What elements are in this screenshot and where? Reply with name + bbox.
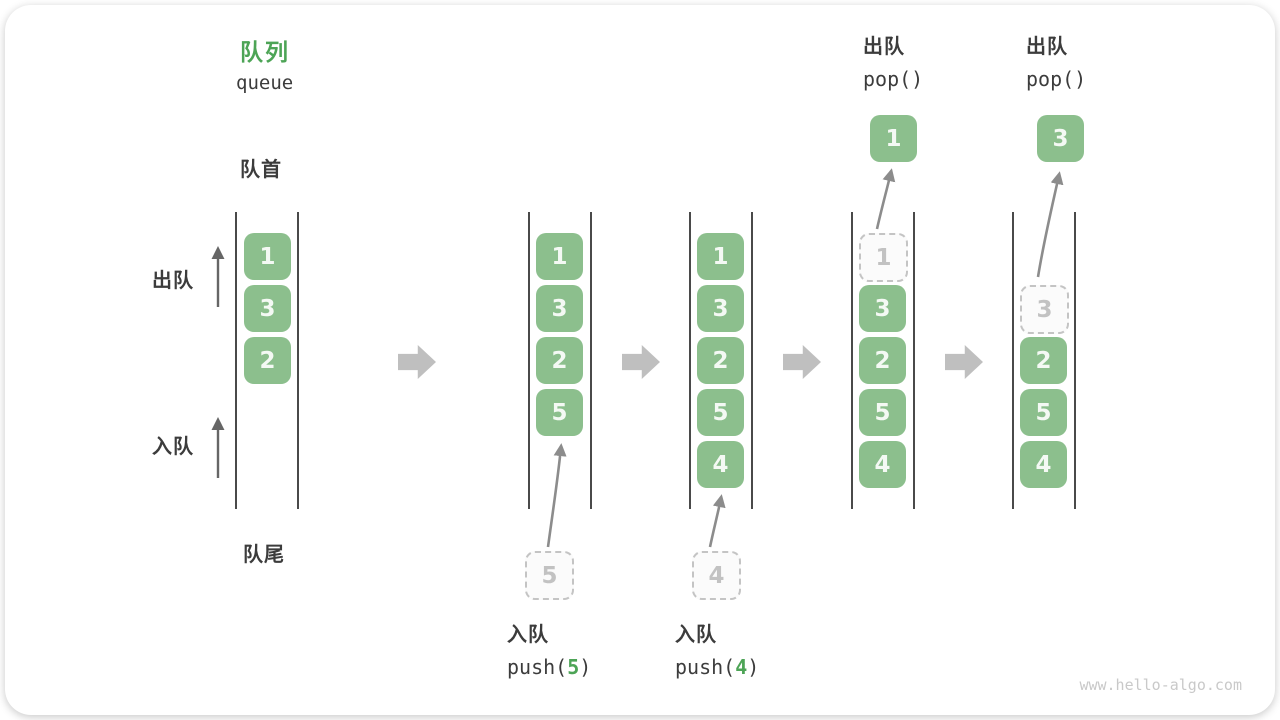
- queue-item: 1: [536, 233, 583, 280]
- queue-item: 5: [697, 389, 744, 436]
- op-enqueue-4-code: push(4): [675, 655, 760, 679]
- incoming-item-5: 5: [525, 551, 574, 600]
- removed-item-slot: 1: [859, 233, 908, 282]
- queue-item: 4: [1020, 441, 1067, 488]
- queue-item: 3: [859, 285, 906, 332]
- op-dequeue-1-label: 出队: [863, 36, 905, 58]
- queue-item: 4: [697, 441, 744, 488]
- label-queue-front: 队首: [240, 159, 282, 181]
- queue-item: 5: [859, 389, 906, 436]
- op-enqueue-4-arg: 4: [735, 655, 748, 679]
- label-enqueue-side: 入队: [152, 436, 194, 458]
- op-enqueue-4-label: 入队: [675, 624, 717, 646]
- queue-item: 5: [536, 389, 583, 436]
- page-title: 队列: [240, 39, 290, 65]
- queue-item: 2: [697, 337, 744, 384]
- incoming-item-4: 4: [692, 551, 741, 600]
- op-enqueue-5-arg: 5: [567, 655, 580, 679]
- op-dequeue-2-code: pop(): [1026, 67, 1087, 91]
- queue-walls-state-1: [235, 212, 299, 509]
- op-dequeue-2: 出队 pop(): [1026, 30, 1086, 91]
- queue-item: 3: [697, 285, 744, 332]
- queue-item: 2: [859, 337, 906, 384]
- op-enqueue-4: 入队 push(4): [675, 618, 759, 679]
- op-dequeue-1: 出队 pop(): [863, 30, 923, 91]
- op-dequeue-1-code: pop(): [863, 67, 924, 91]
- queue-walls-state-5: [1012, 212, 1076, 509]
- queue-item: 2: [536, 337, 583, 384]
- popped-item-3: 3: [1037, 115, 1084, 162]
- op-enqueue-5: 入队 push(5): [507, 618, 591, 679]
- queue-item: 2: [1020, 337, 1067, 384]
- removed-item-slot: 3: [1020, 285, 1069, 334]
- queue-item: 3: [536, 285, 583, 332]
- queue-walls-state-3: [689, 212, 753, 509]
- watermark: www.hello-algo.com: [1079, 676, 1242, 694]
- op-enqueue-5-label: 入队: [507, 624, 549, 646]
- queue-item: 5: [1020, 389, 1067, 436]
- queue-item: 1: [697, 233, 744, 280]
- queue-item: 1: [244, 233, 291, 280]
- queue-walls-state-2: [528, 212, 592, 509]
- label-queue-rear: 队尾: [243, 544, 285, 566]
- label-dequeue-side: 出队: [152, 270, 194, 292]
- queue-item: 3: [244, 285, 291, 332]
- op-dequeue-2-label: 出队: [1026, 36, 1068, 58]
- queue-walls-state-4: [851, 212, 915, 509]
- popped-item-1: 1: [870, 115, 917, 162]
- queue-item: 2: [244, 337, 291, 384]
- page-subtitle: queue: [236, 72, 294, 94]
- queue-item: 4: [859, 441, 906, 488]
- op-enqueue-5-code: push(5): [507, 655, 592, 679]
